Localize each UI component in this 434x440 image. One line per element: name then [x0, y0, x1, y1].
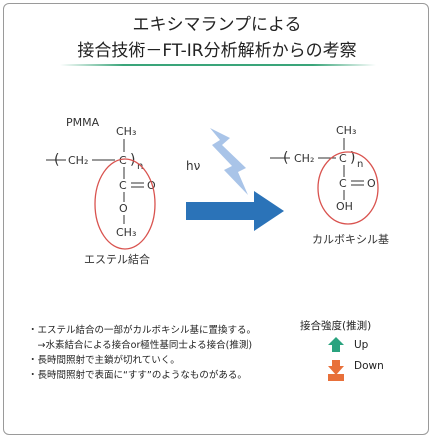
carboxyl-label: カルボキシル基: [312, 233, 389, 246]
title-line-2: 接合技術－FT-IR分析解析からの考察: [77, 41, 357, 61]
legend-title: 接合強度(推測): [300, 320, 372, 332]
notes-list: ・エステル結合の一部がカルボキシル基に置換する。 →水素結合による接合or極性基…: [28, 323, 308, 383]
note-1: ・エステル結合の一部がカルボキシル基に置換する。: [28, 325, 257, 336]
right-carbonyl-c: C: [339, 177, 347, 190]
left-ch3-bottom: CH₃: [116, 226, 136, 239]
left-carbonyl-o: O: [147, 179, 156, 192]
title-line-1: エキシマランプによる: [132, 15, 302, 35]
light-label: hν: [186, 159, 201, 173]
right-bracket-open: (: [283, 150, 288, 166]
strength-legend: 接合強度(推測) Up Down: [300, 318, 410, 372]
right-ch3-top: CH₃: [336, 124, 356, 137]
down-arrow-icon: [328, 360, 344, 375]
left-ester-circle: [94, 158, 156, 250]
left-ch2: CH₂: [68, 154, 88, 167]
right-ch2: CH₂: [294, 152, 314, 165]
pmma-label: PMMA: [66, 116, 100, 129]
note-2: →水素結合による接合or極性基同士よる接合(推測): [28, 340, 253, 351]
down-arrow-base: [328, 374, 344, 381]
legend-up-label: Up: [354, 339, 369, 351]
right-c: C: [339, 152, 347, 165]
right-bracket-close: ): [350, 150, 355, 166]
left-repeat-n: n: [137, 161, 143, 172]
note-4: ・長時間照射で表面に“すす”のようなものがある。: [28, 370, 247, 381]
legend-down-label: Down: [354, 360, 384, 372]
reaction-arrow-icon: [186, 191, 284, 231]
right-hydroxyl: OH: [336, 200, 353, 213]
up-arrow-icon: [328, 337, 344, 352]
note-3: ・長時間照射で主鎖が切れていく。: [28, 355, 180, 366]
left-ester-o: O: [119, 202, 128, 215]
left-c: C: [119, 154, 127, 167]
right-carboxyl-circle: [317, 151, 379, 225]
left-ch3-top: CH₃: [116, 125, 136, 138]
right-carbonyl-o: O: [367, 177, 376, 190]
left-bracket-open: (: [54, 152, 59, 168]
lightning-icon: [210, 128, 248, 195]
ester-label: エステル結合: [84, 252, 150, 266]
title-underline: [60, 64, 376, 66]
left-carbonyl-c: C: [119, 179, 127, 192]
right-repeat-n: n: [357, 159, 363, 170]
